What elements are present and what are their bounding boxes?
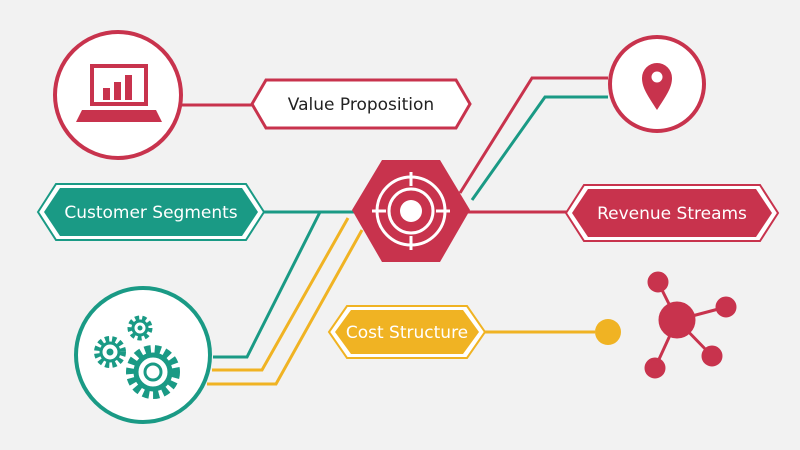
gear-icon-large [126, 345, 180, 399]
customer-segments-tag: Customer Segments [36, 183, 266, 241]
value-proposition-tag: Value Proposition [250, 78, 472, 130]
location-pin-icon [608, 35, 706, 133]
connector-top-right-red [458, 76, 608, 194]
customer-segments-label: Customer Segments [64, 203, 237, 223]
gears-icon [74, 286, 212, 424]
gear-icon-small-left [94, 336, 126, 368]
connector-top-right-teal [470, 95, 608, 201]
laptop-chart-icon [53, 30, 183, 160]
connector-gears-teal [213, 211, 322, 359]
connector-lines [181, 76, 608, 386]
cost-structure-tag: Cost Structure [327, 305, 487, 359]
connector-gears-yellow-2 [207, 229, 364, 386]
cost-structure-label: Cost Structure [346, 323, 468, 343]
value-proposition-label: Value Proposition [288, 95, 434, 115]
revenue-streams-tag: Revenue Streams [564, 184, 780, 242]
gear-icon-small-top [127, 315, 153, 341]
connector-dot [595, 319, 621, 345]
connector-gears-yellow-1 [212, 217, 350, 372]
target-icon [352, 160, 470, 262]
revenue-streams-label: Revenue Streams [597, 204, 747, 224]
network-molecule-icon [644, 271, 737, 379]
